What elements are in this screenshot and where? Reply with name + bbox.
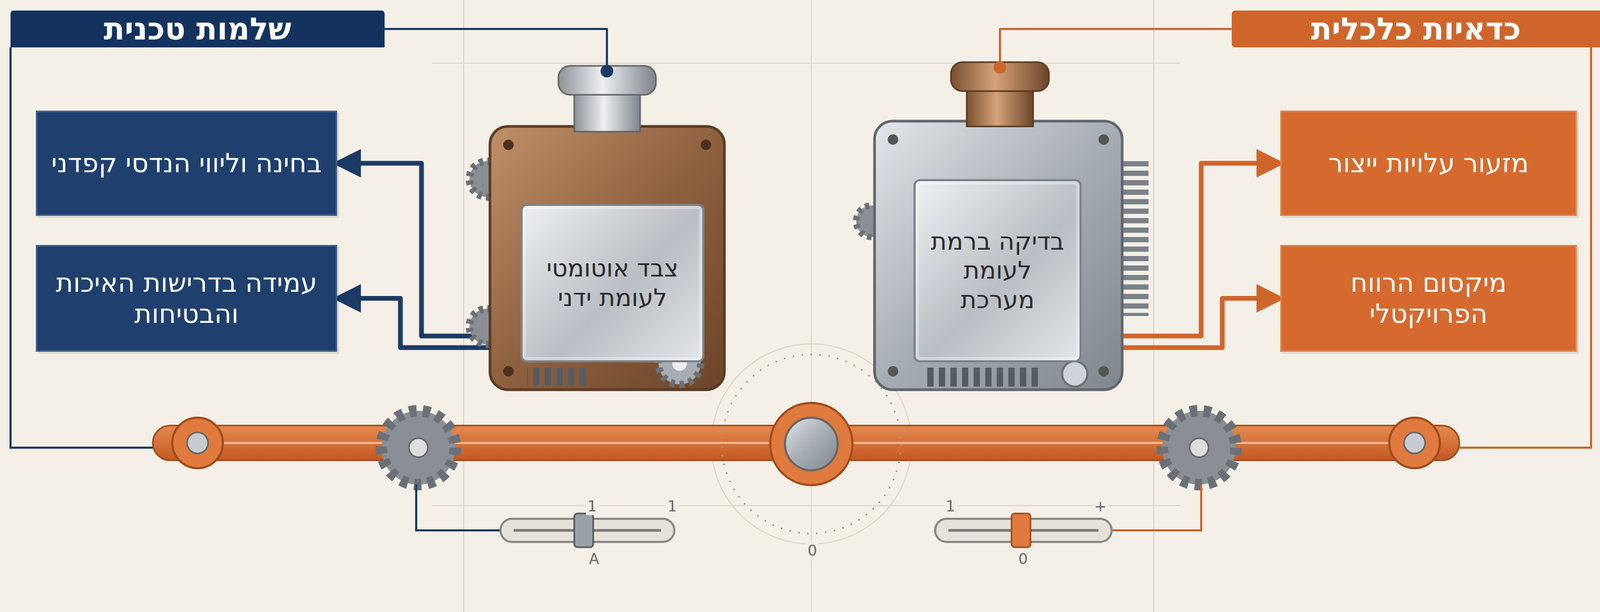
requirement-box: בחינה וליווי הנדסי קפדני (35, 110, 338, 217)
dial-mark: 1 (665, 498, 679, 516)
dial-mark: + (1092, 498, 1108, 516)
goal-box: מיקסום הרווח הפרויקטלי (1280, 244, 1577, 352)
box-label: מזעור עלויות ייצור (1328, 148, 1529, 180)
machine-plate: צבד אוטומטי לעומת ידני (520, 203, 705, 363)
category-panel: כדאיות כלכלית מזעור עלויות ייצור מיקסום הר… (1231, 10, 1600, 448)
dial-mark: 1 (944, 498, 957, 516)
dial-mark: 0 (806, 542, 819, 560)
dial-mark: A (587, 551, 601, 568)
box-label: בדיקה ברמת לעומת מערכת (925, 227, 1071, 315)
dial-mark: 1 (585, 498, 599, 516)
box-label: צבד אוטומטי לעומת ידני (532, 253, 693, 312)
goal-box: מזעור עלויות ייצור (1280, 110, 1577, 217)
left-machine (469, 64, 725, 390)
category-header: שלמות טכנית (10, 10, 385, 48)
box-label: מיקסום הרווח הפרויקטלי (1293, 267, 1564, 330)
dial-mark: 0 (1016, 551, 1030, 568)
slider-controls (416, 484, 1202, 548)
requirement-box: עמידה בדרישות האיכות והבטיחות (35, 244, 338, 352)
linkage-bar (152, 354, 1460, 534)
box-label: בחינה וליווי הנדסי קפדני (51, 148, 322, 180)
box-label: עמידה בדרישות האיכות והבטיחות (49, 267, 324, 330)
right-machine (856, 61, 1149, 390)
category-panel: שלמות טכנית בחינה וליווי הנדסי קפדני עמידה… (10, 10, 385, 448)
category-header: כדאיות כלכלית (1231, 10, 1600, 48)
machine-plate: בדיקה ברמת לעומת מערכת (913, 179, 1082, 363)
